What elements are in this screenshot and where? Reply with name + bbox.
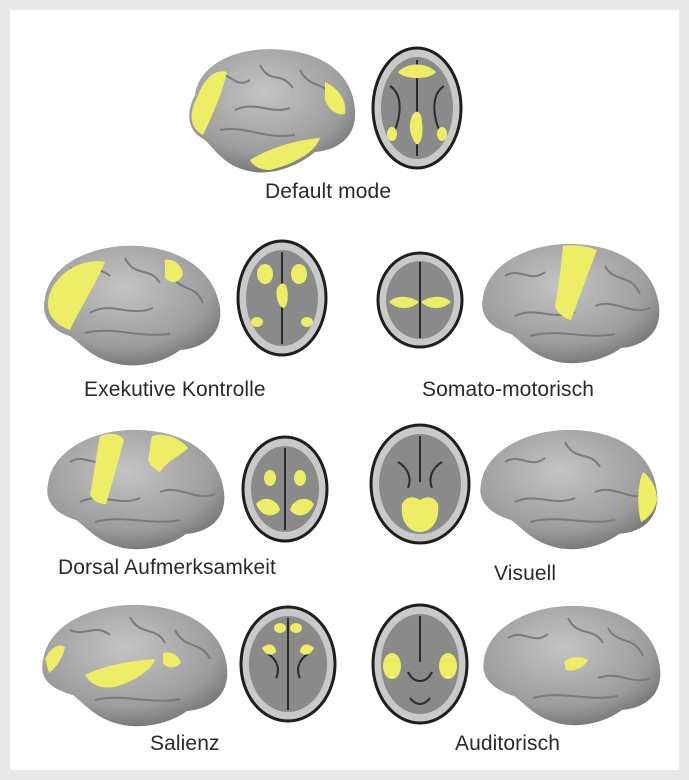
somato-motorisch-axial-slice <box>375 250 465 350</box>
label-dorsal-aufmerksamkeit: Dorsal Aufmerksamkeit <box>58 556 276 580</box>
default-mode-axial-slice <box>370 46 465 171</box>
exekutive-kontrolle-axial-slice <box>235 238 330 358</box>
label-auditorisch: Auditorisch <box>455 732 560 756</box>
label-visuell: Visuell <box>494 562 556 586</box>
salienz-brain-lateral <box>35 595 235 735</box>
dorsal-aufmerksamkeit-axial-slice <box>240 434 330 544</box>
auditorisch-axial-slice <box>370 602 470 727</box>
label-salienz: Salienz <box>150 732 220 756</box>
exekutive-kontrolle-brain-lateral <box>35 238 225 373</box>
visuell-axial-slice <box>368 422 473 547</box>
dorsal-aufmerksamkeit-brain-lateral <box>40 422 230 557</box>
default-mode-brain-lateral <box>175 40 360 180</box>
figure-panel: Default mode Exekutive Kontrolle Somato-… <box>10 10 679 770</box>
label-exekutive-kontrolle: Exekutive Kontrolle <box>84 378 266 402</box>
somato-motorisch-brain-lateral <box>475 236 665 371</box>
salienz-axial-slice <box>238 604 338 724</box>
label-somato-motorisch: Somato-motorisch <box>422 378 594 402</box>
label-default-mode: Default mode <box>265 180 391 204</box>
visuell-brain-lateral <box>475 422 665 557</box>
auditorisch-brain-lateral <box>478 598 668 733</box>
